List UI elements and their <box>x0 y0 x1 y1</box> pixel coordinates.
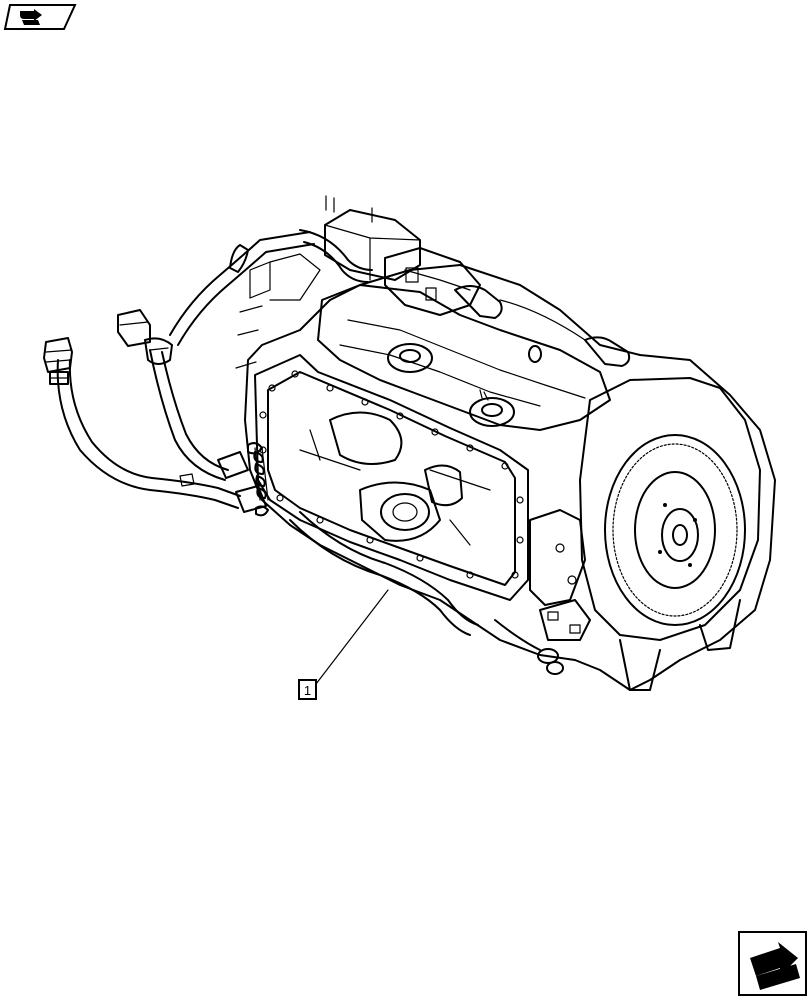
next-page-arrow-icon[interactable] <box>738 931 807 996</box>
hose-tag <box>179 473 195 487</box>
hose-harness <box>43 229 373 517</box>
transmission-assembly <box>235 195 776 691</box>
callout-1[interactable]: 1 <box>298 589 389 700</box>
callout-1-label: 1 <box>304 683 311 698</box>
book-arrow-icon[interactable] <box>3 4 77 30</box>
